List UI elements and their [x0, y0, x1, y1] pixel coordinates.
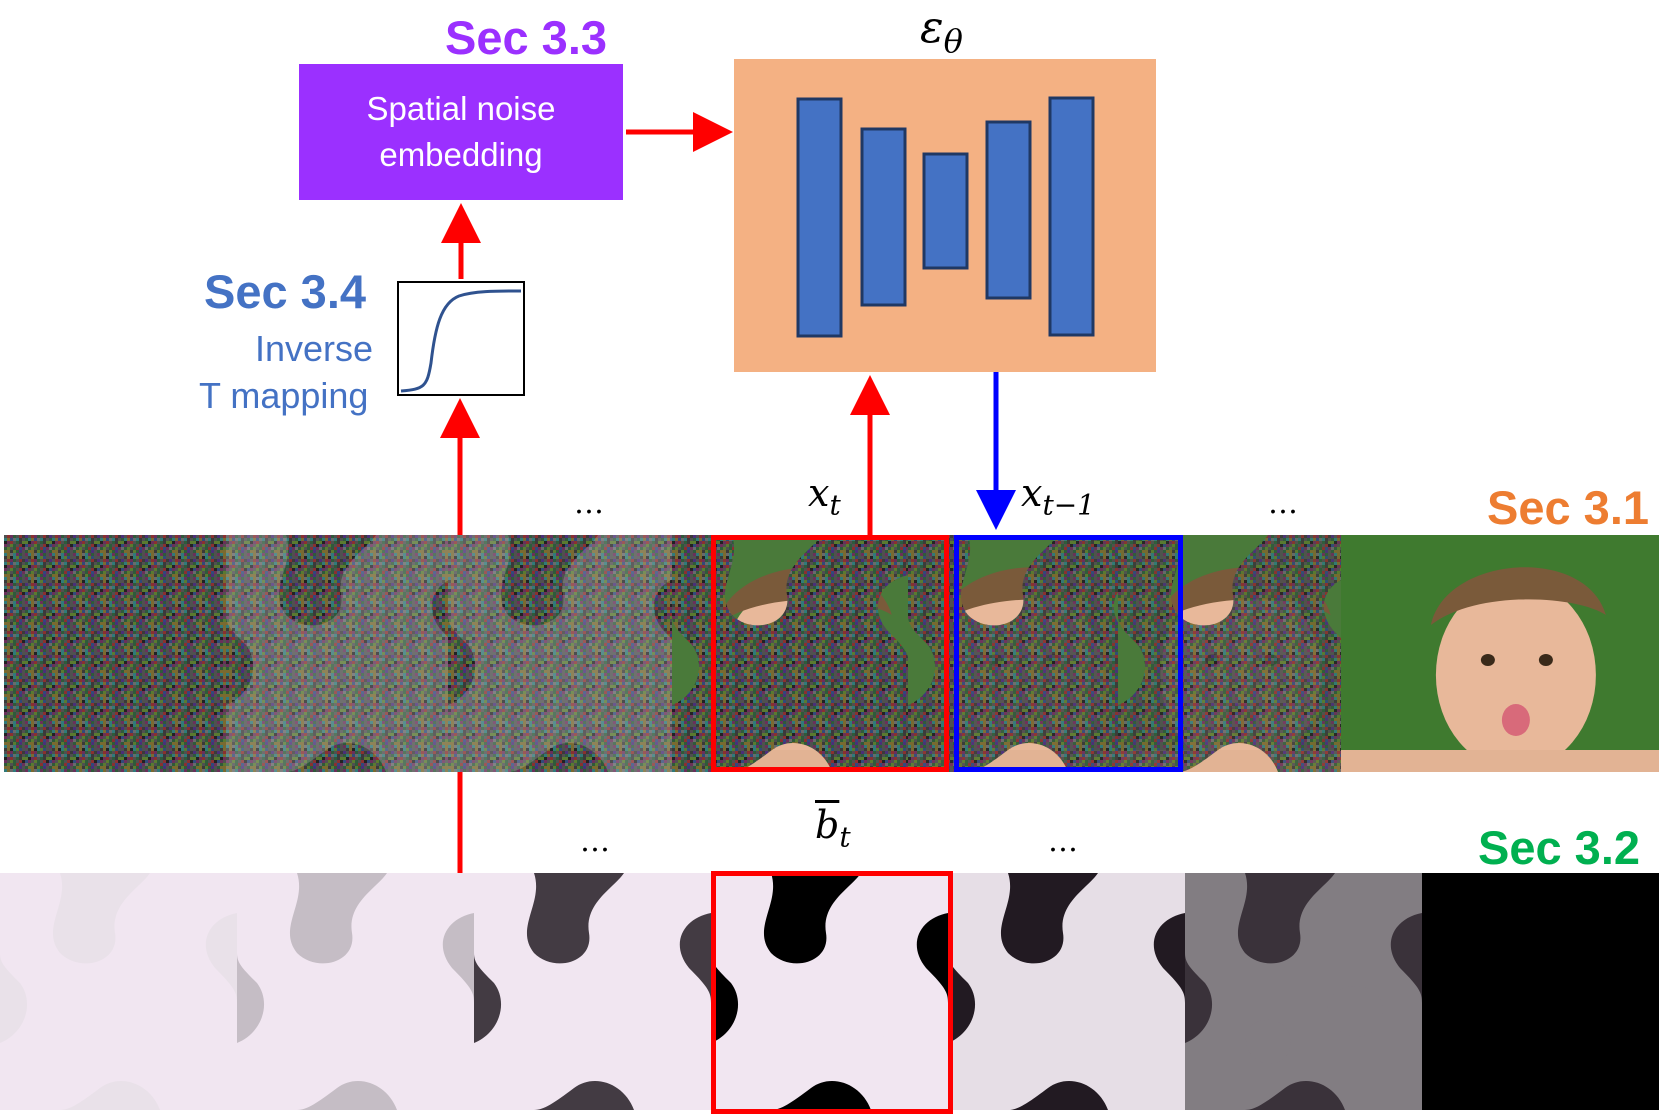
mask-strip [0, 873, 1659, 1110]
mask-blob-0 [1185, 873, 1422, 1110]
xt1-label: xt−1 [1021, 474, 1095, 520]
xt1-frame-highlight [954, 535, 1183, 772]
spatial-noise-embedding-box: Spatial noise embedding [299, 64, 623, 200]
face-6 [1341, 535, 1659, 772]
unet-block-1 [796, 97, 843, 338]
noisy-frame-0 [4, 535, 226, 772]
unet-blocks [796, 96, 1095, 338]
mask-frame-6 [1422, 873, 1659, 1110]
unet-block-4 [985, 120, 1032, 300]
unet-block-3 [922, 152, 969, 270]
mask-blob-0 [237, 873, 474, 1110]
mask-blob-0 [448, 535, 685, 772]
unet-box [734, 59, 1156, 372]
mask-frame-1 [237, 873, 474, 1110]
unet-label: εθ [920, 6, 963, 57]
mask-blob-1 [616, 985, 673, 1037]
mask-blob-2 [1008, 1019, 1054, 1064]
section-label-3-2: Sec 3.2 [1478, 821, 1641, 874]
mask-blob-1 [853, 985, 910, 1037]
section-label-3-3: Sec 3.3 [445, 11, 608, 64]
mask-blob-1 [142, 985, 199, 1037]
t-mapping-label: T mapping [199, 375, 369, 416]
noisy-frame-2 [448, 535, 685, 772]
mask-blob-0 [948, 873, 1185, 1110]
mask-blob-0 [474, 873, 711, 1110]
mask-frame-0 [0, 873, 237, 1110]
mask-blob-2 [1245, 1019, 1291, 1064]
unet-block-5 [1048, 96, 1095, 337]
sigmoid-curve [400, 289, 522, 393]
ellipsis-bottom-left: … [580, 824, 610, 859]
mask-frame-3 [711, 873, 948, 1110]
noisy-frame-1 [226, 535, 463, 772]
mask-row [0, 873, 1659, 1110]
xt-base: x [808, 471, 830, 515]
xt-frame-highlight [711, 535, 949, 772]
mask-blob-1 [368, 647, 425, 699]
xt-label: xt [808, 474, 841, 520]
theta-subscript: θ [943, 21, 963, 60]
mask-blob-2 [508, 681, 554, 726]
bt-frame-highlight [711, 871, 953, 1114]
mask-blob-0 [0, 873, 237, 1110]
noisy-frame-6 [1341, 535, 1659, 772]
xt1-base: x [1021, 471, 1043, 515]
noisy-frame-4 [908, 535, 1118, 772]
bt-sub: t [839, 820, 851, 854]
mask-blob-2 [534, 1019, 580, 1064]
noisy-frame-5 [1118, 535, 1341, 772]
spatial-noise-line-1: Spatial noise [366, 89, 556, 127]
epsilon-symbol: ε [920, 2, 944, 53]
mask-frame-2 [474, 873, 711, 1110]
mask-frame-4 [948, 873, 1185, 1110]
ellipsis-top-right: … [1268, 486, 1298, 521]
mask-blob-2 [60, 1019, 106, 1064]
mask-blob-1 [1327, 985, 1384, 1037]
inverse-label: Inverse [255, 328, 374, 369]
mask-blob-0 [226, 535, 463, 772]
sigmoid-curve-icon [397, 281, 525, 396]
mask-blob-1 [590, 647, 647, 699]
bt-base: b [815, 803, 840, 847]
mask-blob-1 [1090, 985, 1147, 1037]
ellipsis-bottom-right: … [1048, 824, 1078, 859]
ellipsis-top-left: … [574, 486, 604, 521]
mask-blob-1 [379, 985, 436, 1037]
mask-blob-2 [286, 681, 332, 726]
unet-block-2 [860, 127, 907, 307]
section-label-3-1: Sec 3.1 [1487, 481, 1650, 534]
mask-blob-0 [711, 873, 948, 1110]
mask-blob-2 [297, 1019, 343, 1064]
xt-sub: t [829, 488, 841, 522]
spatial-noise-line-2: embedding [379, 136, 543, 173]
xt1-sub: t−1 [1042, 488, 1095, 522]
bt-label: bt [815, 806, 851, 852]
section-label-3-4: Sec 3.4 [204, 265, 367, 318]
mask-frame-5 [1185, 873, 1422, 1110]
mask-blob-2 [771, 1019, 817, 1064]
